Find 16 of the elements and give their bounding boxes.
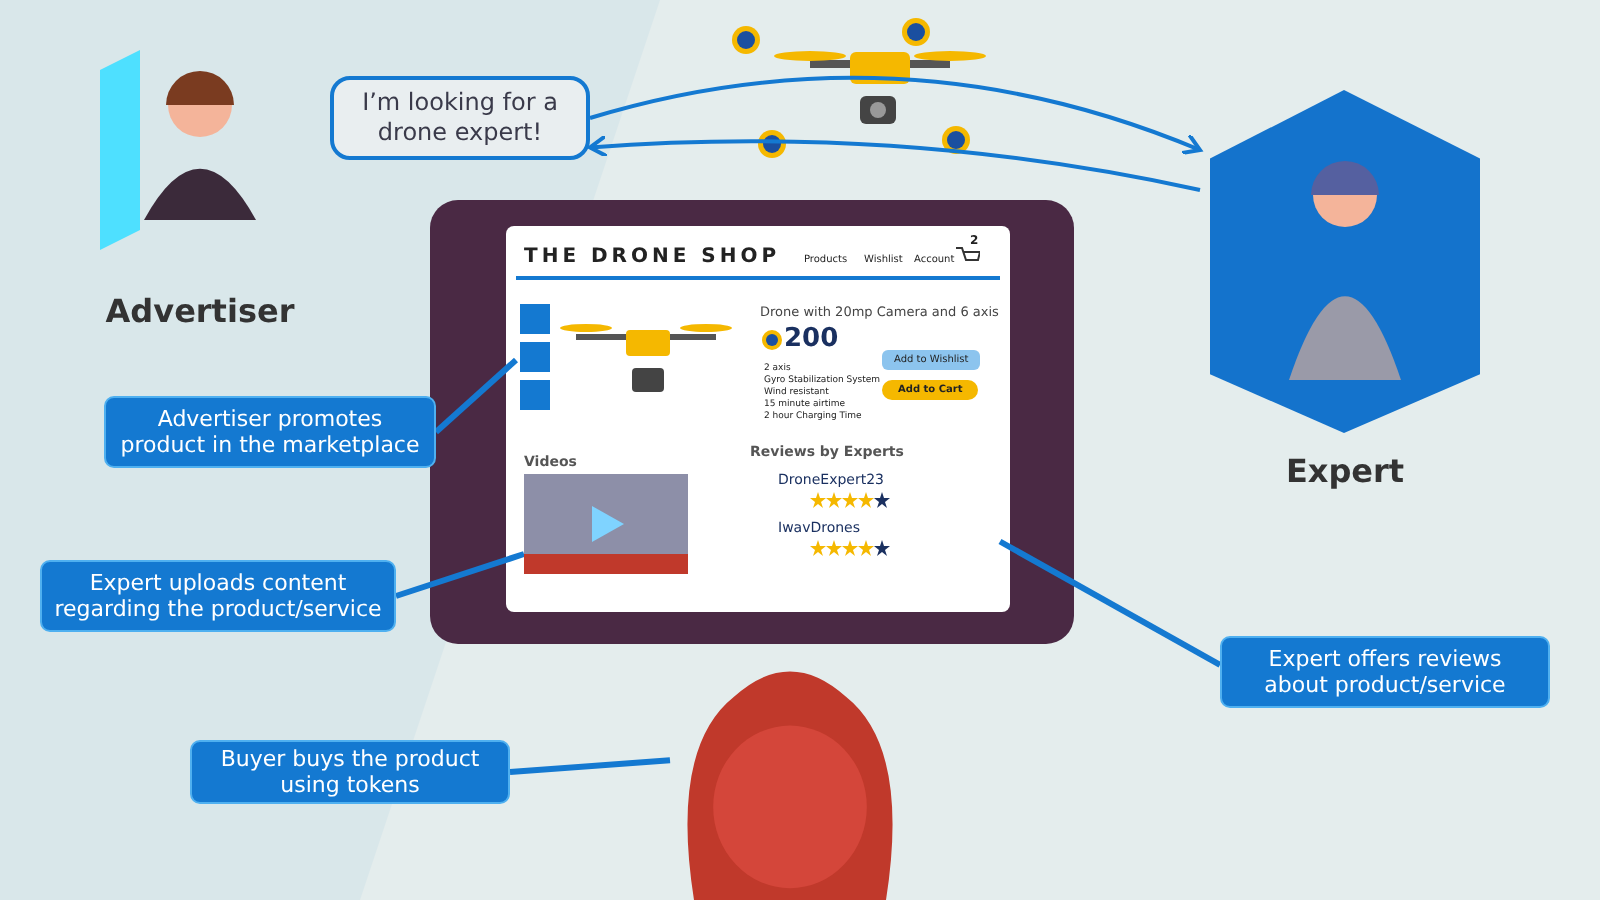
shop-title: THE DRONE SHOP: [524, 246, 781, 268]
callout-box: Advertiser promotes product in the marketplace: [104, 396, 436, 468]
callout-box: Expert offers reviews about product/service: [1220, 636, 1550, 708]
leader-line: [434, 357, 518, 435]
video-thumbnail: [524, 474, 688, 574]
speech-bubble: I’m looking for a drone expert!: [330, 76, 590, 160]
product-price: 200: [784, 324, 839, 354]
callout-box: Buyer buys the product using tokens: [190, 740, 510, 804]
callout-box: Expert uploads content regarding the product/service: [40, 560, 396, 632]
arrow: [588, 134, 1201, 192]
person-label: Expert: [1285, 452, 1405, 490]
arrow: [589, 75, 1202, 156]
leader-line: [395, 551, 525, 599]
leader-line: [509, 757, 671, 775]
person-label: Advertiser: [105, 292, 295, 330]
leader-line: [998, 538, 1222, 668]
